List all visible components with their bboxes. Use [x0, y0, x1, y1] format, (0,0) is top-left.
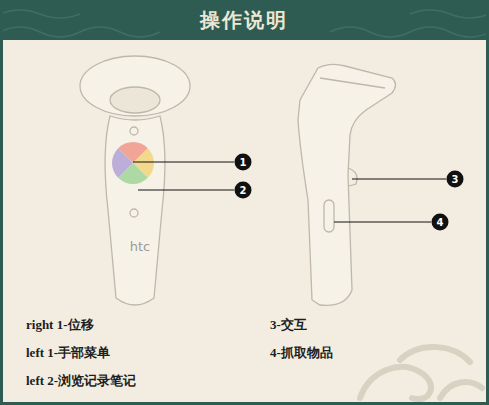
control-note: 3-交互	[270, 316, 307, 334]
brand-logo: htc	[130, 239, 150, 254]
callout-number: 1	[240, 158, 247, 168]
cloud-pattern	[360, 347, 482, 399]
leader-lines	[133, 162, 446, 222]
trackpad	[112, 142, 154, 184]
control-note: left 1-手部菜单	[26, 344, 110, 362]
control-note: 4-抓取物品	[270, 344, 333, 362]
callout-number: 4	[437, 218, 444, 228]
header-band	[0, 0, 489, 40]
control-note: right 1-位移	[26, 316, 94, 334]
page-title: 操作说明	[200, 7, 288, 34]
control-note: left 2-浏览记录笔记	[26, 372, 136, 390]
callout-number: 3	[452, 175, 459, 185]
side-controller	[298, 64, 396, 305]
callout-discs	[235, 154, 464, 231]
callout-number: 2	[240, 186, 247, 196]
front-controller	[80, 56, 190, 305]
